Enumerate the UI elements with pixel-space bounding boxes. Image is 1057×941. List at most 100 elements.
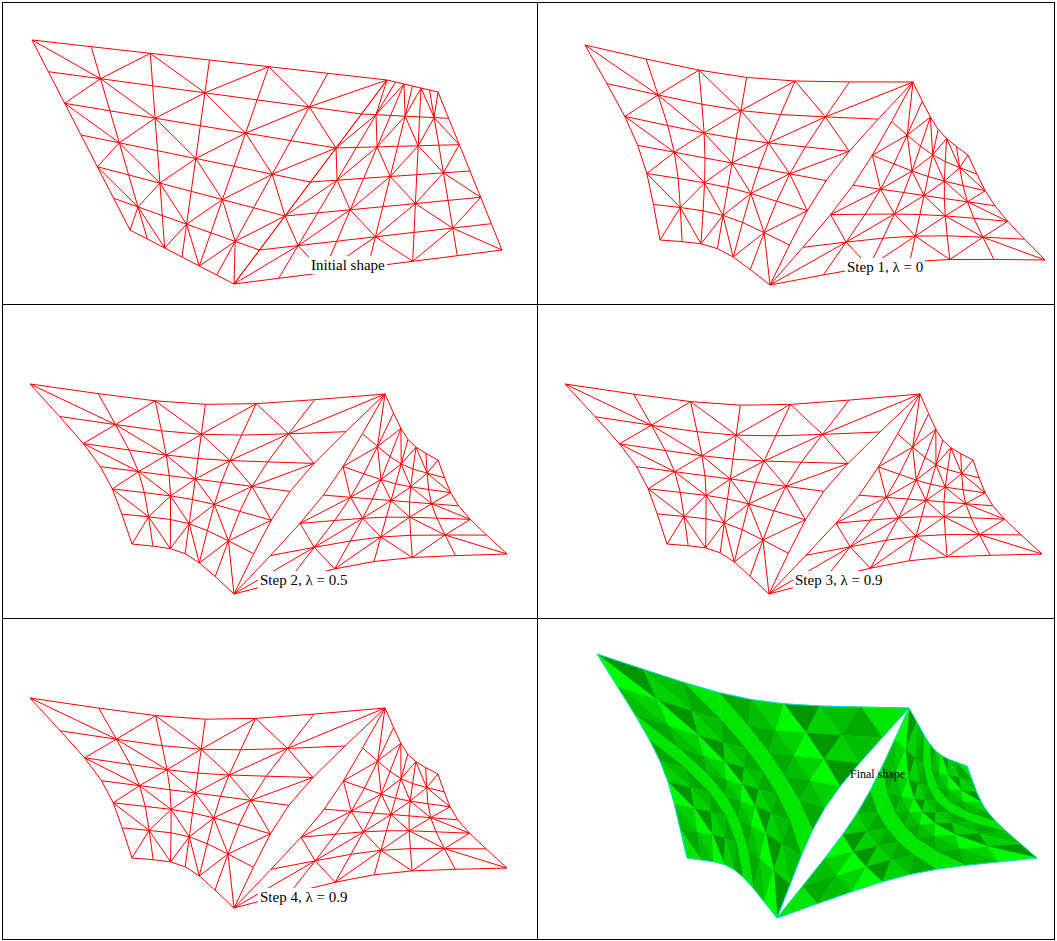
membrane-facet: [769, 730, 794, 756]
mesh-edge: [195, 461, 230, 479]
mesh-edge: [421, 88, 434, 118]
mesh-edge: [409, 801, 410, 816]
mesh-edge: [439, 144, 460, 146]
mesh-edge: [394, 413, 401, 428]
mesh-edge: [455, 868, 507, 869]
mesh-edge: [410, 517, 437, 519]
mesh-edge: [401, 428, 408, 439]
mesh-edge: [801, 434, 822, 462]
mesh-edge: [343, 781, 351, 811]
mesh-edge: [786, 486, 824, 491]
mesh-edge: [149, 517, 171, 549]
membrane-facet: [698, 832, 714, 861]
membrane-facet: [686, 768, 710, 792]
mesh-edge: [110, 111, 119, 143]
mesh-edge: [730, 459, 733, 479]
mesh-edge: [437, 518, 470, 519]
mesh-edge: [351, 832, 363, 854]
mesh-edge: [730, 479, 755, 482]
mesh-edge: [487, 535, 507, 554]
mesh-edge: [418, 146, 443, 173]
mesh-edge: [786, 462, 802, 486]
mesh-edge: [850, 81, 914, 82]
membrane-facet: [936, 801, 951, 812]
mesh-edge: [242, 404, 257, 435]
mesh-edge: [48, 72, 64, 104]
mesh-edge: [962, 460, 973, 474]
mesh-edge: [950, 259, 994, 260]
mesh-edge: [459, 506, 471, 520]
mesh-edge: [185, 867, 199, 876]
mesh-edge: [252, 462, 268, 487]
membrane-facet: [957, 763, 972, 780]
mesh-edge: [113, 803, 145, 807]
mesh-edge: [246, 133, 273, 174]
mesh-edge: [705, 183, 728, 188]
mesh-edge: [648, 489, 680, 493]
mesh-edge: [427, 473, 428, 489]
mesh-edge: [784, 704, 820, 706]
mesh-edge: [764, 233, 770, 285]
mesh-edge: [680, 208, 703, 211]
mesh-edge: [60, 417, 84, 444]
mesh-edge: [831, 185, 853, 215]
mesh-edge: [702, 456, 730, 479]
mesh-edge: [993, 506, 1005, 519]
mesh-edge: [98, 394, 115, 425]
mesh-edge: [945, 139, 946, 162]
mesh-edge: [65, 103, 120, 143]
mesh-edge: [228, 541, 253, 554]
mesh-edge: [427, 788, 450, 807]
mesh-edge: [1008, 221, 1025, 239]
mesh-edge: [723, 215, 733, 257]
mesh-edge: [400, 428, 401, 464]
mesh-edge: [100, 467, 138, 472]
mesh-edge: [426, 768, 438, 774]
mesh-edge: [201, 404, 256, 435]
mesh-edge: [401, 743, 408, 754]
mesh-edge: [411, 535, 413, 557]
mesh-edge: [790, 211, 808, 245]
mesh-edge: [373, 480, 382, 499]
mesh-edge: [336, 147, 357, 149]
mesh-edge: [951, 448, 962, 474]
mesh-edge: [736, 404, 790, 435]
mesh-edge: [971, 518, 1005, 519]
membrane-facet: [753, 859, 764, 902]
mesh-edge: [269, 67, 310, 107]
mesh-edge: [635, 715, 649, 739]
mesh-edge: [805, 117, 825, 147]
mesh-edge: [774, 511, 805, 520]
mesh-edge: [843, 813, 858, 835]
mesh-edge: [130, 207, 138, 230]
mesh-edge: [898, 517, 921, 518]
mesh-edge: [926, 487, 945, 500]
mesh-edge: [144, 493, 148, 517]
mesh-edge: [396, 82, 405, 84]
mesh-edge: [703, 183, 705, 211]
mesh-edge: [728, 499, 749, 504]
mesh-edge: [916, 465, 936, 480]
mesh-edge: [728, 479, 731, 499]
mesh-edge: [221, 461, 230, 483]
mesh-edge: [414, 228, 453, 232]
mesh-edge: [904, 171, 912, 193]
mesh-edge: [289, 432, 346, 434]
mesh-edge: [246, 100, 258, 133]
mesh-edge: [413, 762, 416, 784]
mesh-edge: [193, 813, 214, 818]
mesh-edge: [169, 476, 170, 496]
mesh-edge: [405, 116, 420, 118]
mesh-edge: [336, 114, 362, 148]
mesh-edge: [386, 501, 391, 518]
mesh-edge: [99, 708, 117, 739]
mesh-edge: [750, 576, 769, 594]
mesh-edge: [171, 496, 193, 500]
mesh-edge: [732, 163, 759, 168]
mesh-edge: [974, 218, 1008, 221]
mesh-edge: [883, 236, 915, 238]
mesh-edge: [378, 413, 394, 446]
mesh-edge: [751, 194, 777, 202]
mesh-edge: [381, 517, 410, 537]
mesh-edge: [665, 451, 674, 472]
